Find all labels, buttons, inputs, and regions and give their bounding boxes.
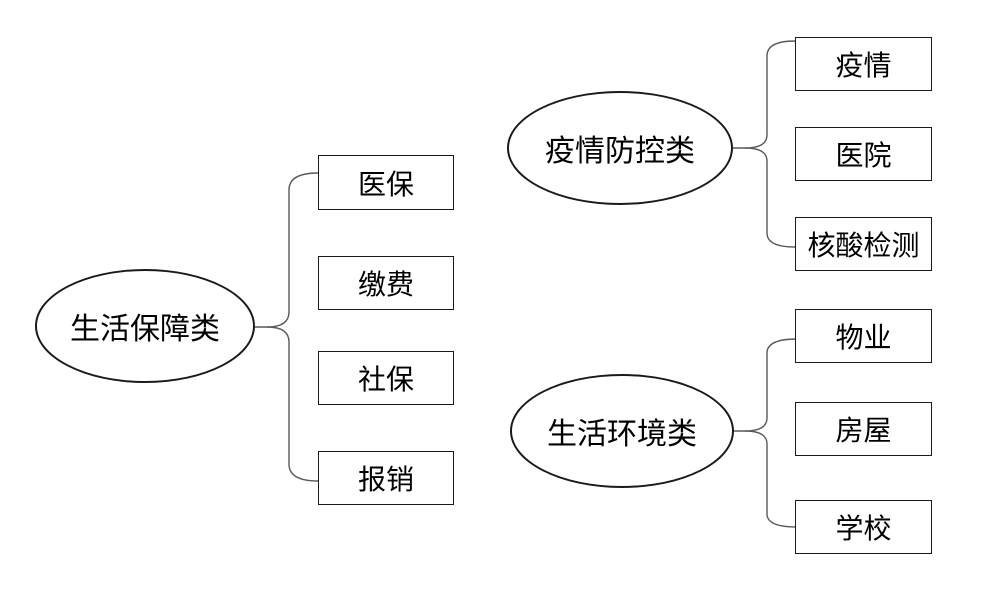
- leaf-label: 学校: [835, 513, 892, 544]
- leaf-label: 医院: [835, 140, 892, 171]
- leaf-node-payment: 缴费: [318, 256, 454, 310]
- category-label: 生活环境类: [547, 418, 697, 451]
- category-node-epidemic-control: 疫情防控类: [507, 91, 733, 205]
- leaf-node-reimbursement: 报销: [318, 451, 454, 505]
- leaf-label: 医保: [357, 168, 414, 200]
- leaf-label: 房屋: [835, 415, 892, 446]
- category-label: 生活保障类: [70, 313, 220, 346]
- leaf-label: 社保: [357, 364, 414, 395]
- leaf-label: 缴费: [357, 269, 414, 300]
- leaf-label: 疫情: [835, 50, 892, 81]
- leaf-node-school: 学校: [795, 500, 932, 554]
- connector-brace-epidemic-control: [744, 40, 796, 248]
- connector-brace-life-security: [266, 172, 319, 482]
- leaf-node-medical-insurance: 医保: [318, 155, 454, 210]
- leaf-node-housing: 房屋: [795, 402, 932, 456]
- category-node-life-security: 生活保障类: [35, 269, 255, 383]
- category-node-living-environment: 生活环境类: [510, 374, 734, 488]
- leaf-node-hospital: 医院: [795, 127, 932, 181]
- leaf-label: 报销: [357, 464, 414, 495]
- leaf-node-epidemic: 疫情: [795, 37, 932, 91]
- category-label: 疫情防控类: [545, 135, 695, 168]
- leaf-node-property-management: 物业: [795, 309, 932, 363]
- leaf-label: 核酸检测: [807, 230, 920, 261]
- leaf-node-nucleic-acid-test: 核酸检测: [795, 217, 932, 271]
- connector-brace-living-environment: [744, 338, 798, 528]
- leaf-node-social-security: 社保: [318, 351, 454, 405]
- leaf-label: 物业: [835, 322, 892, 353]
